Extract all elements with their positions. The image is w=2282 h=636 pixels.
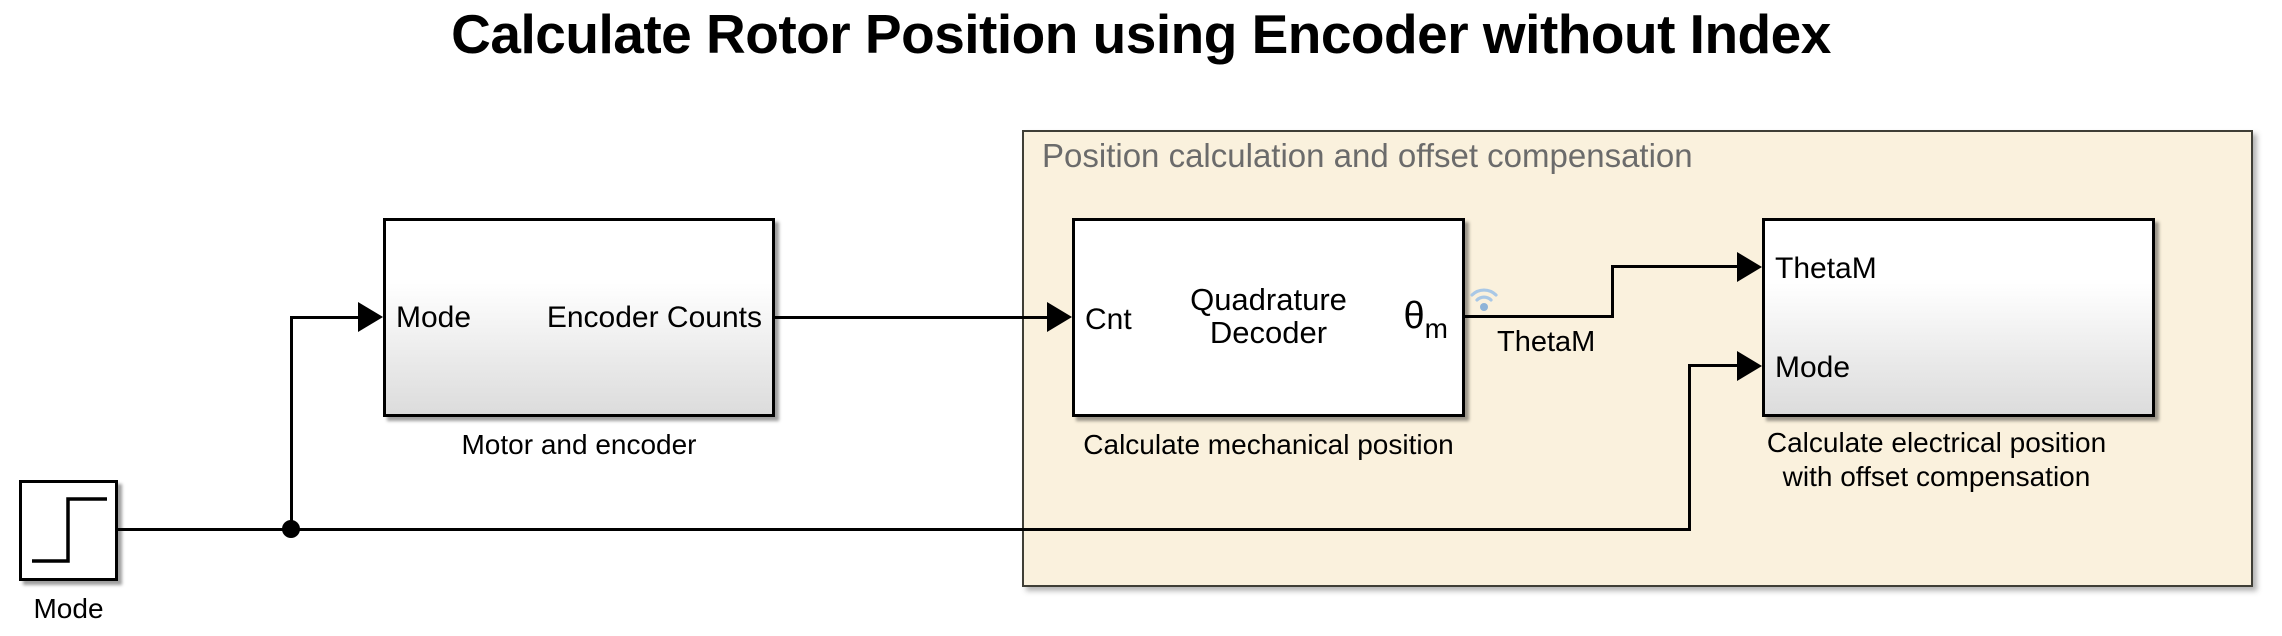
diagram-title: Calculate Rotor Position using Encoder w… (451, 3, 1831, 65)
theta-subscript: m (1424, 313, 1448, 344)
port-label-motor-encoder-counts-out: Encoder Counts (546, 301, 762, 334)
annotation-area-label: Position calculation and offset compensa… (1042, 137, 1693, 174)
wireless-streaming-icon[interactable] (1466, 279, 1502, 315)
arrowhead-icon-motor-mode-in[interactable] (358, 302, 383, 332)
block-caption-calculate-electrical-position: Calculate electrical position with offse… (1690, 426, 2183, 494)
block-label-line1: Quadrature (1190, 282, 1347, 317)
signal-line-mode-branch-horizontal[interactable] (290, 316, 358, 319)
theta-symbol: θ (1403, 295, 1425, 337)
signal-line-encoder-counts[interactable] (775, 316, 1047, 319)
block-caption-motor-and-encoder: Motor and encoder (461, 429, 697, 460)
signal-line-thetam-horizontal2[interactable] (1611, 265, 1738, 268)
signal-line-thetam-horizontal1[interactable] (1465, 315, 1614, 318)
port-label-thetam-in: ThetaM (1775, 252, 1877, 285)
block-label-line2: Decoder (1209, 315, 1328, 350)
block-mode-step-source[interactable] (19, 480, 118, 581)
arrowhead-icon-cnt-in[interactable] (1047, 302, 1072, 332)
signal-line-mode2-vertical[interactable] (1688, 365, 1691, 531)
block-center-label: Quadrature Decoder (1075, 283, 1462, 349)
arrowhead-icon-electrical-mode-in[interactable] (1737, 351, 1762, 381)
signal-line-thetam-vertical[interactable] (1611, 266, 1614, 318)
block-quadrature-decoder[interactable]: Cnt Quadrature Decoder θm (1072, 218, 1465, 417)
port-label-cnt-in: Cnt (1085, 303, 1132, 336)
port-label-theta-m-out: θm (1404, 297, 1448, 344)
block-calculate-electrical-position[interactable]: ThetaM Mode (1762, 218, 2155, 417)
signal-line-mode-main[interactable] (118, 528, 1691, 531)
signal-line-mode2-horizontal[interactable] (1688, 364, 1738, 367)
signal-line-mode-branch-vertical[interactable] (290, 317, 293, 530)
caption-line2: with offset compensation (1782, 461, 2091, 492)
block-caption-mode-source: Mode (33, 593, 104, 624)
arrowhead-icon-thetam-in[interactable] (1737, 252, 1762, 282)
block-caption-calculate-mechanical-position: Calculate mechanical position (1083, 429, 1454, 460)
signal-name-thetam[interactable]: ThetaM (1497, 326, 1596, 358)
step-signal-icon (32, 497, 107, 563)
block-motor-and-encoder[interactable]: Mode Encoder Counts (383, 218, 775, 417)
port-label-electrical-mode-in: Mode (1775, 351, 1851, 384)
caption-line1: Calculate electrical position (1766, 427, 2107, 458)
port-label-motor-mode-in: Mode (396, 301, 472, 334)
